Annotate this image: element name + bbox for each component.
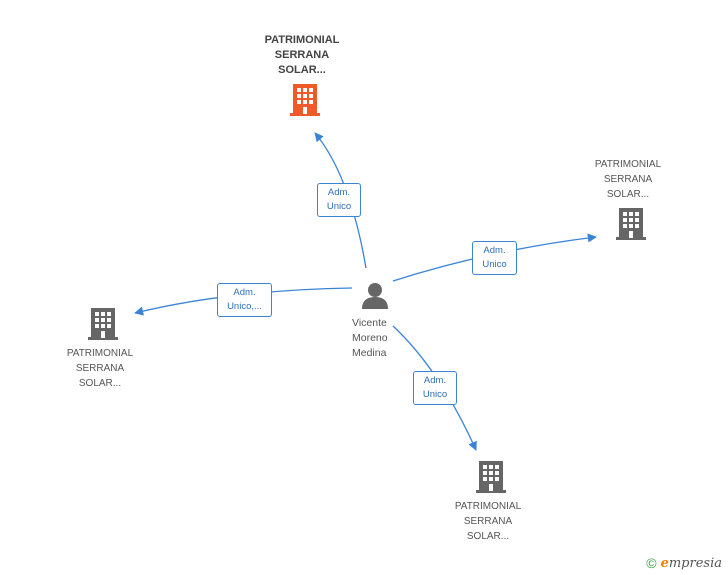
company-name-line: SERRANA	[274, 49, 330, 61]
company-name-line: SERRANA	[603, 174, 653, 185]
edge-label-left[interactable]: Adm. Unico,...	[217, 283, 272, 317]
role-text: Unico	[422, 389, 448, 400]
person-name-line: Vicente	[352, 317, 387, 329]
edge-label-bottom[interactable]: Adm. Unico	[413, 371, 457, 405]
company-name-line: SOLAR...	[78, 378, 122, 389]
building-icon[interactable]	[476, 461, 506, 493]
brand-name: mpresia	[668, 555, 722, 571]
edge-label-right[interactable]: Adm. Unico	[472, 241, 517, 275]
footer-brand: © empresia	[646, 555, 722, 571]
building-icon[interactable]	[88, 308, 118, 340]
role-text: Unico	[326, 201, 352, 212]
company-name-line: SERRANA	[75, 363, 125, 374]
company-label-left[interactable]: PATRIMONIAL SERRANA SOLAR...	[54, 346, 146, 391]
company-name-line: SOLAR...	[278, 64, 326, 76]
edge-label-top[interactable]: Adm. Unico	[317, 183, 361, 217]
company-name-line: PATRIMONIAL	[454, 501, 522, 512]
company-name-line: SOLAR...	[606, 189, 650, 200]
company-label-right[interactable]: PATRIMONIAL SERRANA SOLAR...	[582, 157, 674, 202]
role-text: Adm.	[423, 375, 447, 386]
company-name-line: PATRIMONIAL	[594, 159, 662, 170]
person-name-line: Moreno	[352, 332, 388, 344]
building-icon[interactable]	[290, 84, 320, 116]
brand-letter: e	[660, 555, 669, 571]
role-text: Unico	[482, 259, 507, 270]
building-icon[interactable]	[616, 208, 646, 240]
company-label-top[interactable]: PATRIMONIAL SERRANA SOLAR...	[252, 33, 352, 78]
role-text: Adm.	[233, 287, 256, 298]
company-name-line: PATRIMONIAL	[66, 348, 134, 359]
role-text: Adm.	[327, 187, 351, 198]
copyright-icon: ©	[646, 555, 657, 571]
role-text: Unico,...	[227, 301, 262, 312]
person-name-line: Medina	[352, 347, 387, 359]
role-text: Adm.	[483, 245, 506, 256]
person-icon[interactable]	[362, 283, 388, 309]
company-name-line: SOLAR...	[466, 531, 510, 542]
company-name-line: SERRANA	[463, 516, 513, 527]
company-name-line: PATRIMONIAL	[264, 34, 340, 46]
person-label[interactable]: Vicente Moreno Medina	[352, 316, 388, 361]
company-label-bottom[interactable]: PATRIMONIAL SERRANA SOLAR...	[442, 499, 534, 544]
brand-logo[interactable]: empresia	[661, 556, 722, 571]
